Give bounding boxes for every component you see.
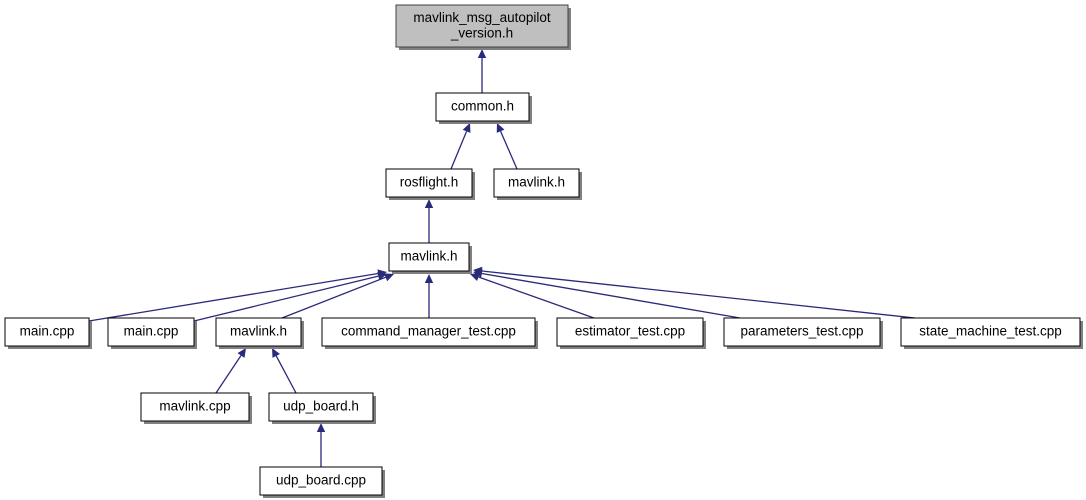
node-label: mavlink.h [400,249,457,264]
node-label: state_machine_test.cpp [919,324,1062,339]
node-box[interactable] [395,4,569,48]
edge-line [275,355,297,394]
graph-edge-rosflight-to-common [450,123,471,170]
graph-node-estimator_test[interactable]: estimator_test.cpp [556,317,706,349]
node-box[interactable] [723,317,881,347]
edge-line [499,130,518,170]
node-box[interactable] [107,317,195,347]
graph-edge-common-to-root [477,49,487,93]
edge-line [193,275,379,322]
node-label: common.h [451,99,514,114]
node-box[interactable] [268,392,374,422]
node-label: mavlink.cpp [159,399,230,414]
node-label: mavlink.h [230,324,287,339]
graph-node-parameters_test[interactable]: parameters_test.cpp [723,317,883,349]
node-box[interactable] [321,317,536,347]
node-box[interactable] [556,317,704,347]
edge-arrowhead-icon [384,273,394,282]
edge-line [481,272,741,319]
graph-node-rosflight[interactable]: rosflight.h [385,168,475,200]
graph-edge-mavlink_hub-to-rosflight [424,199,434,243]
graph-edge-udp_board_h-to-mavlink_leaf [272,348,297,394]
edge-layer [88,49,916,467]
edge-arrowhead-icon [477,49,487,58]
graph-edge-main_cpp_2-to-mavlink_hub [193,272,387,322]
node-label: command_manager_test.cpp [341,324,516,339]
node-box[interactable] [493,168,580,198]
graph-edge-mavlink_cpp-to-mavlink_leaf [215,348,246,394]
edge-line [88,272,379,322]
edge-arrowhead-icon [272,348,280,358]
graph-node-udp_board_h[interactable]: udp_board.h [268,392,376,424]
node-label: udp_board.h [283,399,359,414]
edge-line [450,131,468,170]
node-label: main.cpp [124,324,179,339]
edge-arrowhead-icon [424,199,434,208]
node-layer: mavlink_msg_autopilot_version.h common.h r… [4,4,1083,498]
edge-line [215,355,242,394]
edge-line [281,276,386,319]
node-box[interactable] [435,92,530,122]
graph-edge-udp_board_cpp-to-udp_board_h [316,423,326,467]
graph-edge-command_mgr_test-to-mavlink_hub [424,274,434,318]
graph-edge-main_cpp_1-to-mavlink_hub [88,269,387,322]
node-label: _version.h [450,25,513,40]
graph-node-command_mgr_test[interactable]: command_manager_test.cpp [321,317,538,349]
graph-edge-mavlink_leaf-to-mavlink_hub [281,273,394,319]
edge-arrowhead-icon [473,266,483,276]
graph-node-mavlink_hub[interactable]: mavlink.h [388,242,472,274]
node-box[interactable] [259,466,383,496]
node-label: udp_board.cpp [276,473,366,488]
graph-node-root[interactable]: mavlink_msg_autopilot_version.h [395,4,571,50]
node-box[interactable] [900,317,1081,347]
node-box[interactable] [385,168,473,198]
node-label: parameters_test.cpp [740,324,863,339]
edge-arrowhead-icon [424,274,434,283]
edge-line [481,270,916,319]
node-box[interactable] [4,317,90,347]
edge-arrowhead-icon [496,123,505,133]
node-box[interactable] [140,392,250,422]
graph-node-main_cpp_1[interactable]: main.cpp [4,317,92,349]
graph-node-mavlink_leaf[interactable]: mavlink.h [215,317,304,349]
edge-arrowhead-icon [462,123,471,133]
graph-edge-state_machine_test-to-mavlink_hub [473,266,916,319]
graph-node-udp_board_cpp[interactable]: udp_board.cpp [259,466,385,498]
graph-node-main_cpp_2[interactable]: main.cpp [107,317,197,349]
graph-node-common[interactable]: common.h [435,92,532,124]
node-label: estimator_test.cpp [575,324,685,339]
graph-edge-estimator_test-to-mavlink_hub [470,273,595,319]
graph-node-state_machine_test[interactable]: state_machine_test.cpp [900,317,1083,349]
edge-line [478,276,595,319]
node-label: mavlink.h [508,175,565,190]
edge-arrowhead-icon [237,348,246,358]
node-box[interactable] [215,317,302,347]
node-label: mavlink_msg_autopilot [413,10,551,25]
node-label: rosflight.h [400,175,459,190]
graph-edge-parameters_test-to-mavlink_hub [473,269,741,319]
node-label: main.cpp [20,324,75,339]
graph-node-mavlink_top[interactable]: mavlink.h [493,168,582,200]
graph-node-mavlink_cpp[interactable]: mavlink.cpp [140,392,252,424]
graph-edge-mavlink_top-to-common [496,123,518,170]
edge-arrowhead-icon [316,423,326,432]
node-box[interactable] [388,242,470,272]
